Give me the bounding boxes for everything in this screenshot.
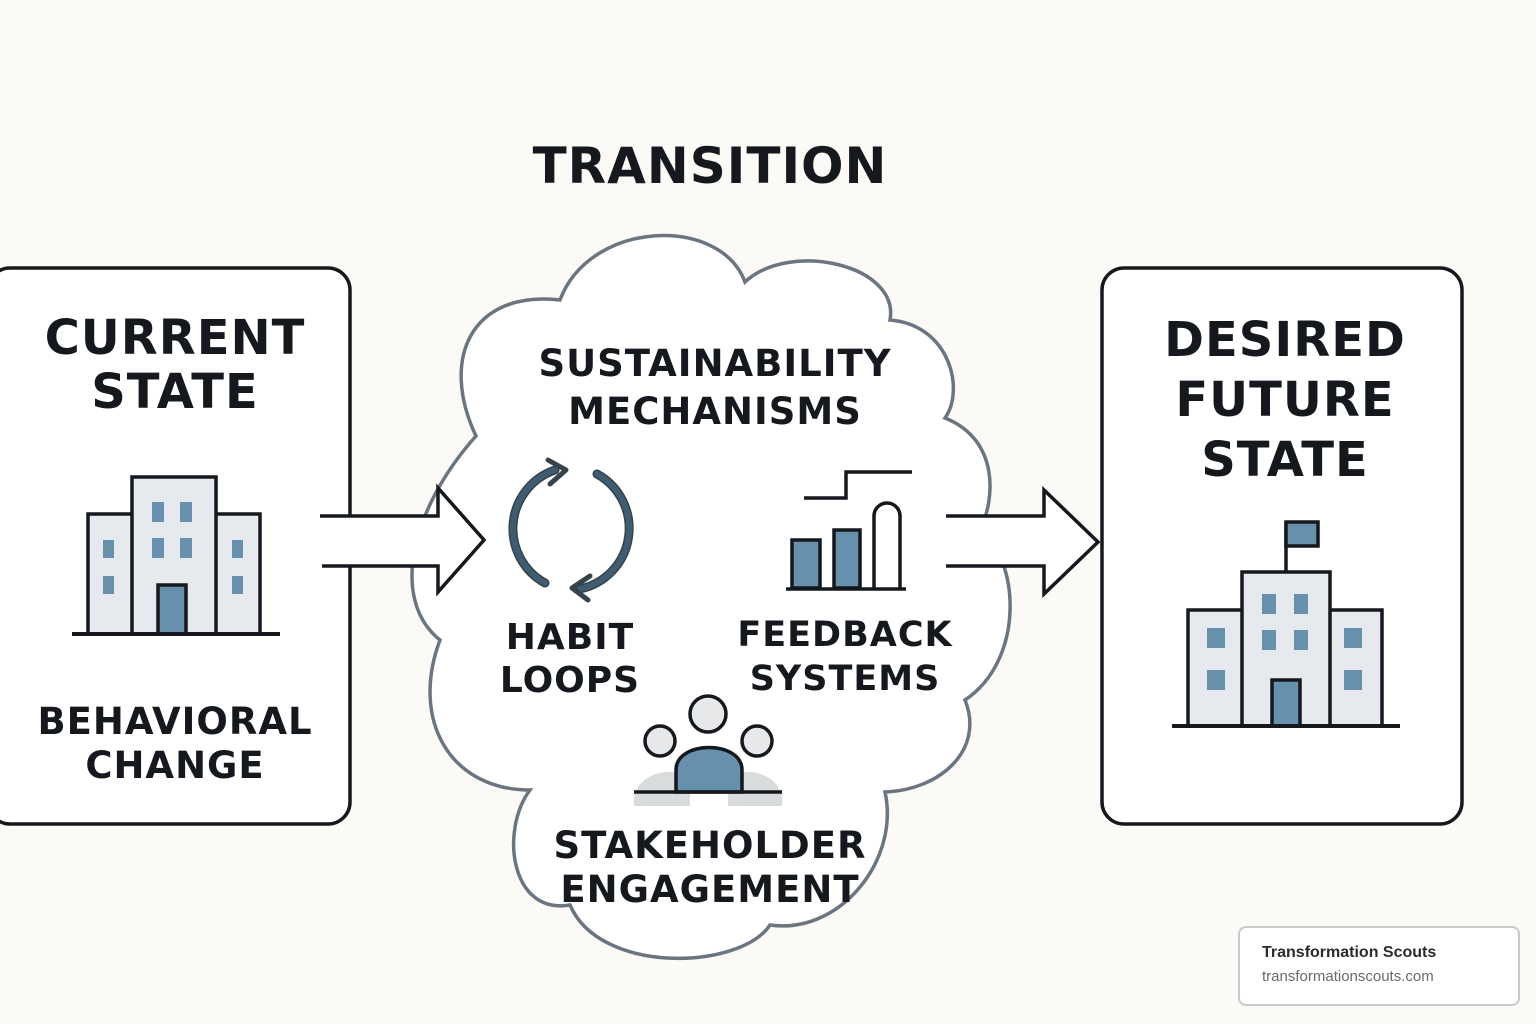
arrow-current-to-transition bbox=[320, 483, 487, 597]
office-building-flag-icon bbox=[1172, 520, 1400, 728]
people-group-icon bbox=[634, 694, 782, 806]
feedback-systems-line: FEEDBACK bbox=[737, 615, 953, 655]
cycle-arrows-icon bbox=[508, 457, 634, 603]
current-state-title-line: CURRENT bbox=[44, 310, 306, 366]
desired-state-title: DESIRED FUTURE STATE bbox=[1110, 310, 1460, 490]
habit-loops-label: HABIT LOOPS bbox=[480, 616, 660, 702]
transition-cloud bbox=[410, 233, 1012, 961]
behavioral-change-line: BEHAVIORAL bbox=[37, 700, 313, 743]
source-badge[interactable]: Transformation Scouts transformationscou… bbox=[1238, 926, 1520, 1006]
stakeholder-engagement-label: STAKEHOLDER ENGAGEMENT bbox=[520, 824, 900, 913]
desired-state-title-line: FUTURE bbox=[1175, 372, 1395, 428]
desired-state-title-line: STATE bbox=[1201, 432, 1369, 488]
stakeholder-engagement-line: STAKEHOLDER bbox=[553, 824, 867, 867]
current-state-title-line: STATE bbox=[91, 363, 259, 420]
current-state-title: CURRENT STATE bbox=[10, 310, 340, 420]
arrow-transition-to-desired bbox=[946, 485, 1101, 599]
badge-brand-name: Transformation Scouts bbox=[1262, 944, 1437, 961]
habit-loops-line: LOOPS bbox=[499, 660, 641, 702]
bar-chart-icon bbox=[786, 470, 912, 591]
office-building-icon bbox=[72, 475, 280, 636]
feedback-systems-line: SYSTEMS bbox=[749, 658, 941, 699]
habit-loops-line: HABIT bbox=[505, 617, 635, 658]
stakeholder-engagement-line: ENGAGEMENT bbox=[560, 868, 860, 912]
sustainability-mechanisms-heading: SUSTAINABILITY MECHANISMS bbox=[500, 340, 930, 436]
sustainability-line: MECHANISMS bbox=[568, 390, 862, 434]
sustainability-line: SUSTAINABILITY bbox=[538, 342, 892, 385]
behavioral-change-caption: BEHAVIORAL CHANGE bbox=[10, 700, 340, 789]
feedback-systems-label: FEEDBACK SYSTEMS bbox=[720, 614, 970, 702]
badge-url[interactable]: transformationscouts.com bbox=[1262, 968, 1434, 985]
behavioral-change-line: CHANGE bbox=[85, 744, 265, 788]
diagram-title: TRANSITION bbox=[532, 137, 888, 195]
desired-state-title-line: DESIRED bbox=[1164, 312, 1406, 368]
